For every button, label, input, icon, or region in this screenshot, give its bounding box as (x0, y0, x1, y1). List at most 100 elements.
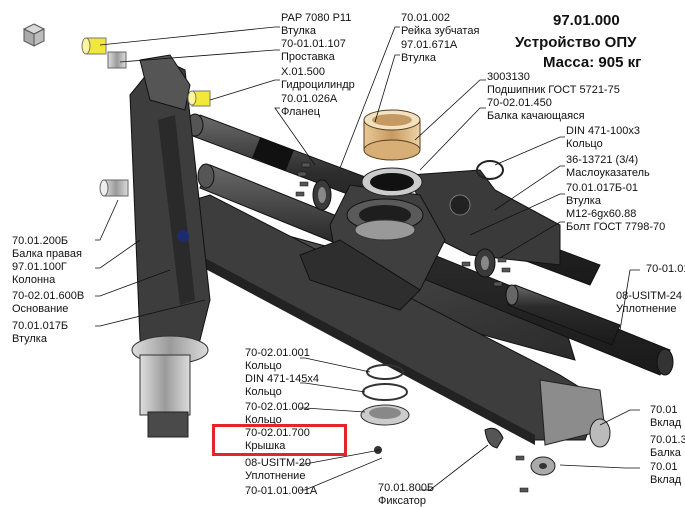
end-block (539, 379, 611, 448)
assembly-name: Устройство ОПУ (515, 34, 637, 51)
callout-code: 70-01.01.107 (281, 38, 346, 50)
callout-code: 70.01.017Б (12, 320, 69, 332)
callout: 70.01.017Б Втулка (12, 320, 68, 345)
callout: DIN 471-100х3 Кольцо (566, 125, 640, 150)
callout-name: Проставка (281, 51, 335, 63)
callout-name: Кольцо (245, 386, 282, 398)
callout: 97.01.100Г Колонна (12, 261, 67, 286)
callout-name: Крышка (245, 440, 286, 452)
view-cube-icon[interactable] (21, 22, 47, 48)
callout-code: 70.01.017Б-01 (566, 182, 639, 194)
pin-bushing-left (99, 179, 129, 197)
callout-code: 97.01.671А (401, 39, 458, 51)
bearing (361, 167, 423, 197)
callout: 97.01.671А Втулка (401, 39, 457, 64)
callout-code: PAP 7080 P11 (281, 12, 352, 24)
callout-code: 70.01 (650, 404, 678, 416)
cylinder-right (505, 284, 621, 346)
callout: 70-02.01.002 Кольцо (245, 401, 310, 426)
snap-ring (476, 160, 504, 180)
callout-code: 70-01.01.001А (245, 485, 318, 497)
column (129, 54, 211, 438)
callout: 36-13721 (3/4) Маслоуказатель (566, 154, 650, 179)
callout-code: DIN 471-100х3 (566, 125, 640, 137)
callout: 70-01.01 (646, 263, 685, 275)
callout-code: 70.01.800Б (378, 482, 435, 494)
assembly-mass: Масса: 905 кг (543, 54, 642, 71)
latch (484, 427, 504, 449)
callout-code: Х.01.500 (281, 66, 326, 78)
callout: PAP 7080 P11 Втулка (281, 12, 351, 37)
callout-name: Втулка (12, 333, 47, 345)
callout: 70.01 Вклад (650, 461, 681, 486)
callout: 08-USITM-24 Уплотнение (616, 290, 682, 315)
callout-name: Балка качающаяся (487, 110, 585, 122)
callout-name: Уплотнение (616, 303, 677, 315)
callout-code: М12-6gх60.88 (566, 208, 637, 220)
callout-name: Балка правая (12, 248, 82, 260)
callout-name: Втулка (401, 52, 436, 64)
flange-right (474, 248, 496, 278)
yellow-bushing-top (81, 37, 107, 55)
callout: DIN 471-145х4 Кольцо (245, 373, 319, 398)
callout-code: 08-USITM-20 (245, 457, 312, 469)
callout-highlighted: 70-02.01.700 Крышка (245, 427, 310, 452)
callout-name: Кольцо (245, 414, 282, 426)
nut (530, 456, 556, 476)
callout-code: 97.01.100Г (12, 261, 67, 273)
callout-name: Балка (650, 447, 681, 459)
callout-name: Кольцо (566, 138, 603, 150)
callout-code: 70.01.002 (401, 12, 450, 24)
callout: 70.01.800Б Фиксатор (378, 482, 434, 507)
gear-rack (354, 219, 416, 241)
callout-code: 70-02.01.002 (245, 401, 310, 413)
callout: 70-02.01.600В Основание (12, 290, 84, 315)
callout: 3003130 Подшипник ГОСТ 5721-75 (487, 71, 620, 96)
yellow-bushing-second (187, 90, 211, 107)
callout-name: Вклад (650, 474, 682, 486)
callout-name: Уплотнение (245, 470, 306, 482)
flange-left (312, 179, 332, 211)
callout-name: Вклад (650, 417, 682, 429)
callout-name: Рейка зубчатая (401, 25, 480, 37)
callout-name: Колонна (12, 274, 56, 286)
callout-name: Втулка (281, 25, 316, 37)
callout-code: 70-02.01.600В (12, 290, 85, 302)
callout-name: Кольцо (245, 360, 282, 372)
callout: 08-USITM-20 Уплотнение (245, 457, 311, 482)
callout-name: Подшипник ГОСТ 5721-75 (487, 84, 620, 96)
callout-name: Маслоуказатель (566, 167, 650, 179)
callout-code: 70.01 (650, 461, 678, 473)
callout-name: Фланец (281, 106, 321, 118)
callout-code: 08-USITM-24 (616, 290, 683, 302)
callout-code: 70-02.01.450 (487, 97, 552, 109)
callout: Х.01.500 Гидроцилиндр (281, 66, 355, 91)
callout-name: Болт ГОСТ 7798-70 (566, 221, 666, 233)
callout: 70.01.002 Рейка зубчатая (401, 12, 479, 37)
callout-code: 70-01.01 (646, 263, 685, 275)
callout: 70.01 Вклад (650, 404, 681, 429)
callout-code: 3003130 (487, 71, 530, 83)
spacer (107, 51, 127, 69)
bolts (295, 162, 529, 493)
callout-code: 36-13721 (3/4) (566, 154, 639, 166)
callout-name: Основание (12, 303, 69, 315)
leader-lines (95, 26, 640, 491)
callout-code: DIN 471-145х4 (245, 373, 319, 385)
callout: 70-02.01.450 Балка качающаяся (487, 97, 585, 122)
callout-code: 70.01.3 (650, 434, 685, 446)
callout: 70-02.01.001 Кольцо (245, 347, 310, 372)
callout: 70-01.01.107 Проставка (281, 38, 346, 63)
bronze-bush (363, 109, 421, 161)
callout: 70.01.3 Балка (650, 434, 685, 459)
callout-code: 70-02.01.001 (245, 347, 310, 359)
cover-assembly (360, 364, 410, 454)
callout-code: 70-02.01.700 (245, 427, 310, 439)
callout-name: Гидроцилиндр (281, 79, 355, 91)
callout: 70-01.01.001А (245, 485, 317, 497)
assembly-code: 97.01.000 (553, 12, 620, 29)
highlight-box (212, 424, 347, 456)
callout: М12-6gх60.88 Болт ГОСТ 7798-70 (566, 208, 665, 233)
callout: 70.01.017Б-01 Втулка (566, 182, 638, 207)
callout-name: Фиксатор (378, 495, 426, 507)
